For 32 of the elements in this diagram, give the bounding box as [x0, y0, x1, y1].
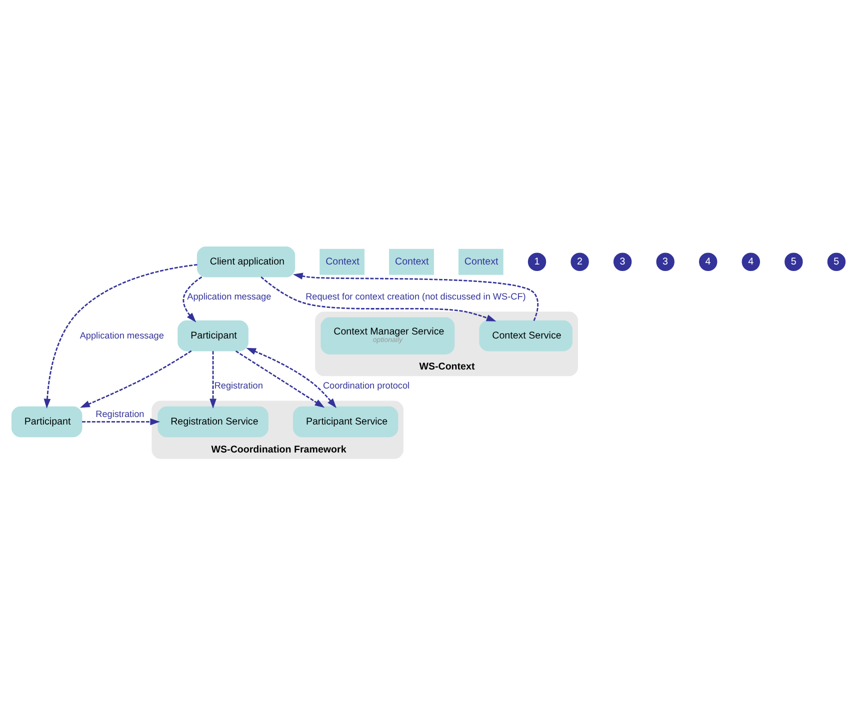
edge-label: Coordination protocol [322, 380, 410, 391]
node-box: Participant [178, 320, 248, 352]
arrow [80, 350, 192, 408]
arrow [82, 418, 160, 426]
node-circle: 3 [613, 252, 632, 271]
node-circle: 4 [742, 252, 760, 271]
node-box: Client application [196, 246, 296, 278]
node-box: Context [320, 248, 365, 275]
node-box: Context [389, 248, 434, 275]
arrow [235, 350, 325, 408]
node-circle: 4 [699, 252, 718, 271]
arrow [44, 264, 198, 409]
node-circle: 5 [784, 252, 803, 271]
node-circle: 1 [528, 252, 546, 271]
arrow [246, 348, 336, 408]
node-box: Context Service [479, 320, 572, 352]
node-circle: 2 [570, 252, 589, 271]
node-circle: 5 [827, 252, 846, 271]
edge-label: Registration [96, 409, 144, 420]
node-circle: 3 [656, 252, 674, 271]
edge-label: Application message [187, 292, 272, 302]
arrow [260, 276, 496, 322]
node-box: Participant Service [292, 406, 398, 438]
node-box: Context [458, 248, 504, 275]
node-box: Registration Service [158, 406, 268, 438]
arrow [292, 272, 539, 321]
arrow [210, 351, 216, 409]
edge-label: Request for context creation (not discussed in WS-CF) [306, 292, 526, 302]
edge-label: Application message [80, 330, 164, 340]
edge-label: Registration [214, 380, 263, 391]
arrow [182, 276, 202, 322]
node-box: Participant [11, 406, 82, 438]
